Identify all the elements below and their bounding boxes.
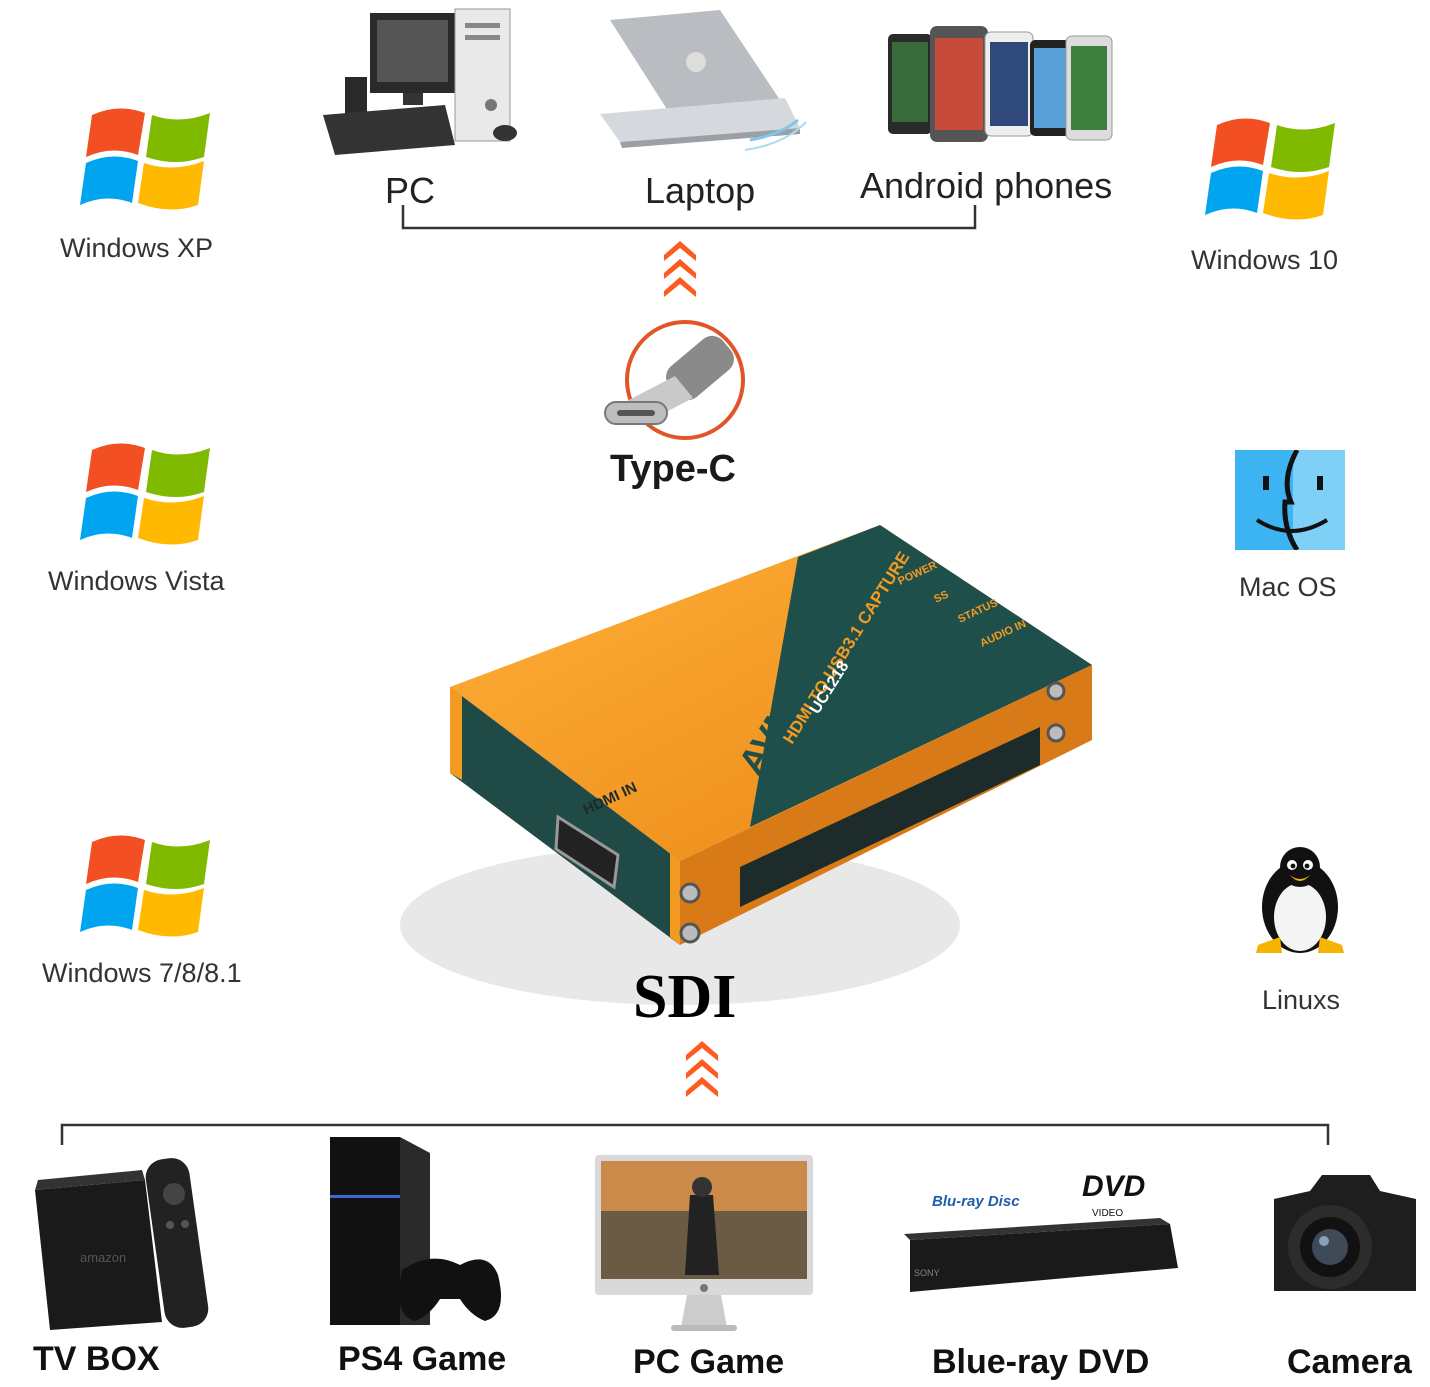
pc-item: PC bbox=[310, 0, 530, 215]
pc-label: PC bbox=[385, 170, 436, 211]
windows-10-label: Windows 10 bbox=[1191, 245, 1339, 275]
monitor-icon bbox=[595, 1155, 813, 1331]
usb-c-plug-icon bbox=[604, 320, 745, 440]
sony-mark: SONY bbox=[914, 1268, 940, 1278]
finder-icon bbox=[1235, 450, 1345, 550]
type-c-item: Type-C bbox=[580, 320, 780, 500]
windows-10-item: Windows 10 bbox=[1191, 105, 1355, 285]
pc-game-item: PC Game bbox=[595, 1155, 825, 1381]
type-c-label: Type-C bbox=[610, 448, 736, 490]
bluray-mark: Blu-ray Disc bbox=[932, 1193, 1020, 1210]
windows-xp-label: Windows XP bbox=[60, 233, 214, 263]
tv-box-icon: amazon bbox=[35, 1158, 209, 1330]
bluray-item: Blu-ray Disc DVD VIDEO SONY Blue-ray DVD bbox=[900, 1160, 1190, 1381]
sdi-label: SDI bbox=[633, 963, 737, 1031]
windows-logo-icon bbox=[1205, 118, 1335, 220]
laptop-item: Laptop bbox=[580, 10, 810, 211]
bluray-label: Blue-ray DVD bbox=[932, 1343, 1150, 1381]
dvd-mark: DVD bbox=[1082, 1170, 1145, 1203]
dvd-sub-mark: VIDEO bbox=[1092, 1208, 1123, 1219]
laptop-icon bbox=[600, 10, 807, 151]
windows-7-label: Windows 7/8/8.1 bbox=[42, 958, 242, 988]
amazon-mark: amazon bbox=[80, 1250, 126, 1265]
android-item: Android phones bbox=[855, 20, 1145, 215]
ps4-label: PS4 Game bbox=[338, 1340, 507, 1378]
ps4-item: PS4 Game bbox=[320, 1135, 540, 1380]
camera-label: Camera bbox=[1287, 1343, 1412, 1381]
linux-label: Linuxs bbox=[1262, 985, 1341, 1015]
camera-item: Camera bbox=[1265, 1165, 1430, 1381]
windows-logo-icon bbox=[80, 108, 210, 210]
tv-box-label: TV BOX bbox=[33, 1340, 160, 1378]
pc-game-label: PC Game bbox=[633, 1343, 785, 1381]
ss-text: SS bbox=[932, 589, 950, 606]
tux-penguin-icon bbox=[1256, 847, 1344, 953]
laptop-label: Laptop bbox=[645, 170, 756, 211]
windows-7-item: Windows 7/8/8.1 bbox=[42, 822, 242, 1002]
windows-xp-item: Windows XP bbox=[60, 95, 230, 275]
mac-os-label: Mac OS bbox=[1239, 572, 1337, 602]
phones-icon bbox=[888, 26, 1113, 142]
bluray-player-icon: Blu-ray Disc DVD VIDEO SONY bbox=[904, 1170, 1178, 1292]
tv-box-item: amazon TV BOX bbox=[25, 1150, 225, 1380]
windows-logo-icon bbox=[80, 835, 210, 937]
up-arrow-icon bbox=[664, 241, 696, 297]
ps4-icon bbox=[330, 1137, 502, 1325]
up-arrow-icon bbox=[686, 1041, 718, 1097]
windows-logo-icon bbox=[80, 443, 210, 545]
mac-os-item: Mac OS bbox=[1235, 440, 1355, 610]
android-label: Android phones bbox=[860, 165, 1113, 206]
windows-vista-item: Windows Vista bbox=[48, 430, 230, 610]
capture-device: AVMATRIX HDMI TO USB3.1 CAPTURE UC1218 H… bbox=[400, 525, 1092, 1005]
pc-icon bbox=[323, 8, 517, 155]
linux-item: Linuxs bbox=[1250, 845, 1370, 1020]
windows-vista-label: Windows Vista bbox=[48, 566, 225, 596]
camera-icon bbox=[1274, 1175, 1416, 1291]
